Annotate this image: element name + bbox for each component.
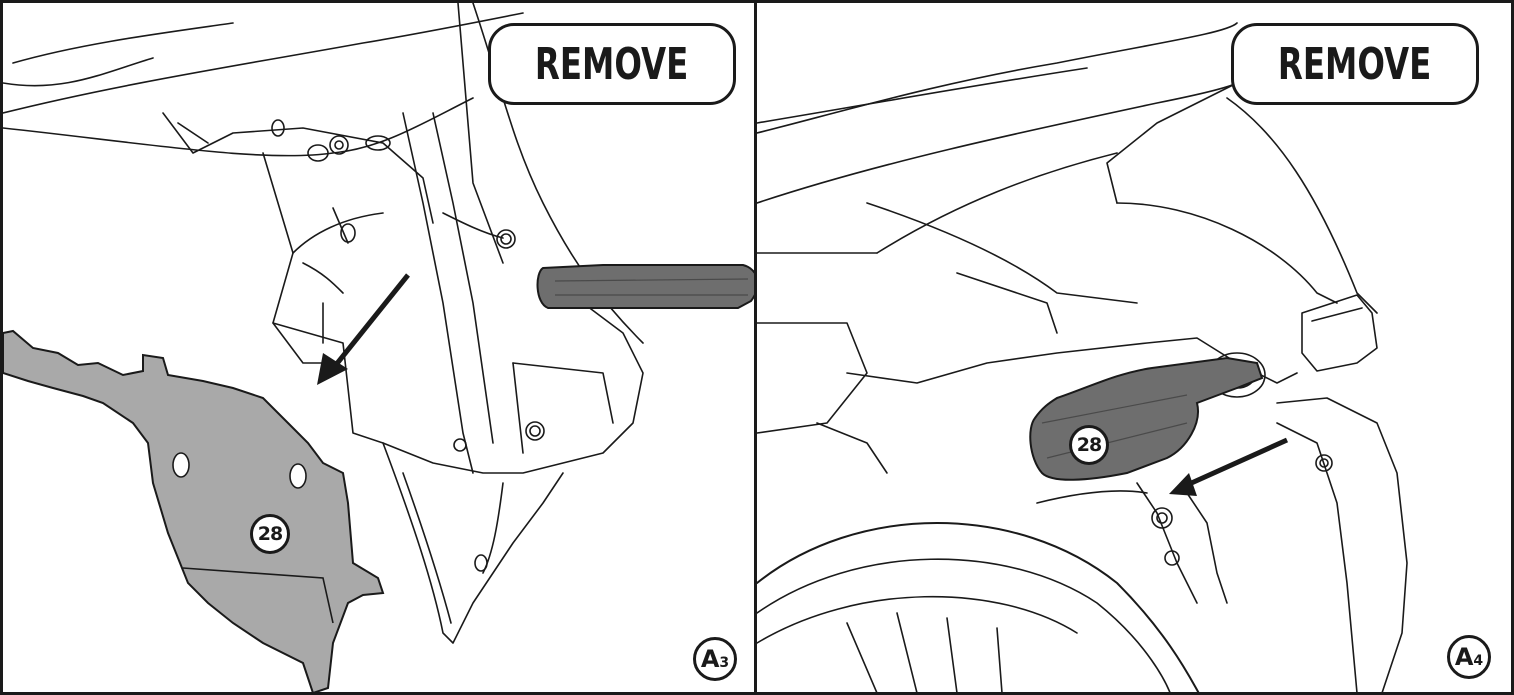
strut-lower-hole [453,438,467,452]
tail-light [1301,294,1378,372]
strut-cross [442,212,504,239]
bolt-head [329,135,349,155]
part-28-hole-2 [289,463,307,489]
lower-body-left [757,322,868,434]
arrow-head [317,353,348,385]
hugger-bolt-inner [1319,458,1329,468]
arrow-icon [329,273,410,373]
bracket-hole-2 [1164,550,1180,566]
remove-label-box: REMOVE [1231,23,1479,105]
bracket-detail-1 [177,122,209,144]
part-number-badge: 28 [1069,425,1109,465]
a4-illustration [757,22,1408,692]
tail-upper [1106,82,1238,204]
part-number: 28 [1076,434,1102,456]
lower-body-mid [846,337,1298,384]
seat-line-3 [757,82,1238,204]
fender-bolt [525,421,545,441]
fender-panel-2 [512,362,524,454]
hugger-inner [1276,422,1358,692]
wheel-rim-2 [757,595,1078,644]
part-28-hole-1 [172,452,190,478]
fender-bolt-inner [529,425,541,437]
remove-label: REMOVE [1278,38,1432,90]
part-number-badge: 28 [250,514,290,554]
frame-edge-1 [457,3,504,264]
bracket-hole-4 [365,135,391,151]
fender-detail-1 [302,262,344,294]
seat-line-1 [757,22,1238,134]
seat-line-2 [3,97,474,157]
fender-tail-outer [382,442,564,644]
seat-line-4 [3,57,154,87]
tail-detail [956,272,1058,334]
fender-tail-inner [402,472,452,624]
wheel-spokes [846,612,1003,692]
step-letter: A [1454,643,1474,671]
seat-line-4 [876,152,1118,254]
tail-edge [1226,97,1378,314]
hugger-outer [1276,397,1408,692]
screwdriver-icon [536,264,754,309]
bracket-hole-1-inner [1156,512,1168,524]
bracket-right [1186,492,1228,604]
bracket-hole-2 [271,119,285,137]
bracket-arm [1036,490,1148,504]
bracket-slot [332,207,349,244]
wheel-rim [757,558,1171,692]
bracket-inner [292,212,384,254]
bracket-hole-1 [1151,507,1173,529]
lower-body-detail [816,422,888,474]
screwdriver-grip [554,278,749,296]
bracket-hole-3 [307,144,329,162]
fender-panel-1 [512,362,614,424]
hugger-bolt [1315,454,1333,472]
a3-illustration [3,3,754,692]
step-letter: A [700,645,720,673]
strut-bolt-inner [500,233,512,245]
seat-line-1 [3,12,524,114]
strut-bolt [496,229,516,249]
bracket-hole-1 [340,223,356,243]
strut-right [432,112,494,444]
part-28-crease [182,567,334,624]
step-number: 3 [719,655,730,671]
remove-label: REMOVE [535,38,689,90]
bolt-center [334,140,344,150]
arrow-head [1169,473,1197,496]
remove-label-box: REMOVE [488,23,736,105]
arrow-icon [1185,437,1289,488]
fender-outer [272,282,644,474]
tail-lower [1116,202,1338,304]
fender-tail-hole [474,554,488,572]
strut-left [402,112,474,474]
seat-line-3 [12,22,234,64]
step-number: 4 [1473,653,1484,669]
bracket-top [162,112,434,224]
wheel-outer [757,522,1200,692]
seat-line-2 [757,67,1088,124]
tail-light-line [1311,307,1363,322]
part-28-cover [3,329,385,692]
tail-shadow [866,202,1138,304]
bracket-left [1136,482,1198,604]
part-number: 28 [257,523,283,545]
